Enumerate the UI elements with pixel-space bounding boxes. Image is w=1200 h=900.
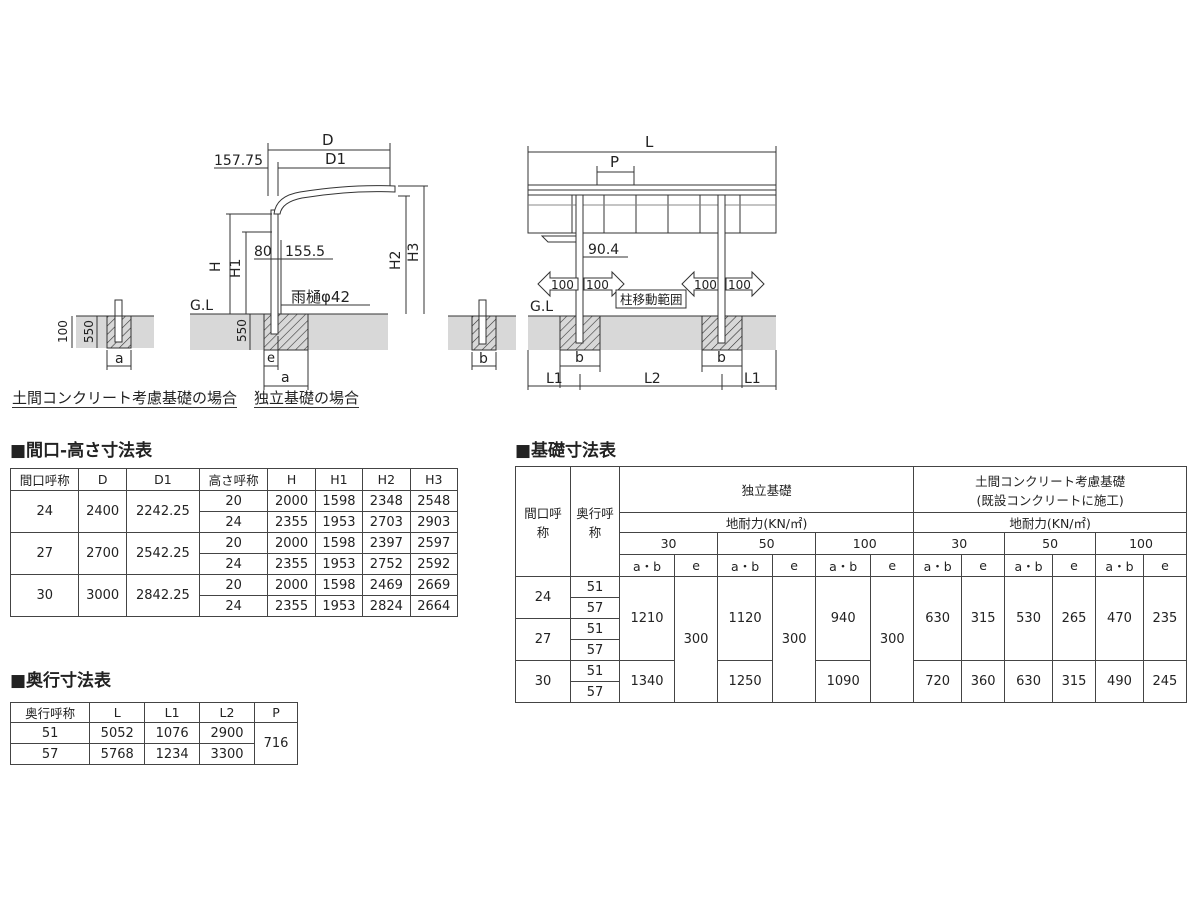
- depth-table: 奥行呼称 L L1 L2 P 51 5052 1076 2900 716 57 …: [9, 702, 299, 765]
- foundation-table-title: ■基礎寸法表: [515, 441, 617, 461]
- bearing-header: 地耐力(KN/㎡): [913, 512, 1187, 533]
- dim-90: 90.4: [588, 242, 619, 258]
- table-row: 57: [516, 639, 1187, 661]
- dim-L: L: [645, 133, 654, 151]
- arrow-100: 100: [728, 278, 751, 292]
- side-elevation: D D1 157.75 H H1 H2 H3 80 155.5 雨樋φ42 G.…: [190, 131, 428, 390]
- arrow-100: 100: [694, 278, 717, 292]
- dim-155: 155.5: [285, 244, 325, 260]
- table-row: 30 51 1340 1250 1090 720 360 630 315 490…: [515, 660, 1188, 703]
- table-row: 24 2355 1953 2752 2592: [11, 553, 459, 575]
- col-header: P: [253, 702, 299, 723]
- table-row: 24 2355 1953 2824 2664: [11, 595, 459, 617]
- post-range-label: 柱移動範囲: [620, 292, 683, 307]
- dim-P: P: [610, 153, 619, 171]
- table-row: 57: [516, 681, 1187, 703]
- col-header: H3: [409, 468, 459, 491]
- gutter-label: 雨樋φ42: [291, 288, 350, 306]
- dim-H3: H3: [406, 243, 422, 262]
- table-row: 51 5052 1076 2900 716: [9, 722, 299, 765]
- independent-foundation-detail: b: [448, 299, 516, 370]
- dim-a: a: [115, 351, 124, 367]
- dim-L2: L2: [644, 371, 661, 387]
- table-row: 27 2700 2542.25 20 2000 1598 2397 2597: [9, 532, 459, 575]
- table-row: 24 51 1210 300 1120 300 940 300 630 315 …: [515, 576, 1188, 703]
- caption-independent: 独立基礎の場合: [254, 389, 360, 408]
- table-row: 57: [516, 597, 1187, 619]
- dim-550: 550: [82, 320, 96, 343]
- arrow-100: 100: [551, 278, 574, 292]
- dim-b: b: [479, 351, 488, 367]
- move-arrow-right: 100 100: [681, 270, 765, 298]
- dim-100: 100: [56, 320, 70, 343]
- gl-label: G.L: [530, 299, 553, 315]
- front-elevation: G.L L P 90.4 100 100: [527, 133, 777, 390]
- arrow-100: 100: [586, 278, 609, 292]
- col-header: H: [267, 468, 316, 491]
- dim-H: H: [208, 261, 224, 272]
- table-row: 30 3000 2842.25 20 2000 1598 2469 2669: [9, 574, 459, 617]
- col-header: 高さ呼称: [198, 468, 269, 491]
- dim-e: e: [267, 351, 275, 366]
- col-header: L2: [199, 702, 255, 723]
- dim-b: b: [717, 350, 726, 366]
- dim-H1: H1: [228, 259, 244, 278]
- col-header: H1: [314, 468, 364, 491]
- dim-b: b: [575, 350, 584, 366]
- height-table-title: ■間口-高さ寸法表: [10, 441, 153, 461]
- dim-80: 80: [254, 244, 272, 260]
- move-arrow-left: 100 100: [537, 270, 625, 298]
- col-header: L: [89, 702, 146, 723]
- col-header-depth: 奥行呼称: [570, 466, 620, 577]
- dim-L1: L1: [744, 371, 761, 387]
- col-header-width: 間口呼称: [515, 466, 571, 577]
- slab-foundation-detail: 100 550 a: [56, 299, 154, 370]
- table-row: 24 2400 2242.25 20 2000 1598 2348 2548: [9, 490, 459, 533]
- bearing-header: 地耐力(KN/㎡): [618, 512, 915, 533]
- col-header: H2: [362, 468, 411, 491]
- gl-label: G.L: [190, 298, 213, 314]
- col-header: L1: [144, 702, 201, 723]
- foundation-table: 間口呼称 奥行呼称 独立基礎 土間コンクリート考慮基礎(既設コンクリートに施工)…: [515, 466, 1188, 703]
- depth-table-title: ■奥行寸法表: [10, 671, 112, 691]
- col-header: 奥行呼称: [9, 702, 91, 723]
- height-table: 間口呼称 D D1 高さ呼称 H H1 H2 H3 24 2400 2242.2…: [9, 468, 459, 617]
- indep-header: 独立基礎: [618, 466, 915, 513]
- dim-D: D: [322, 131, 334, 149]
- col-header: D: [78, 468, 127, 491]
- drawing-area: 100 550 a D D1 157.75 H H1: [56, 131, 777, 390]
- dim-L1: L1: [546, 371, 563, 387]
- table-row: 27 51: [515, 618, 1187, 661]
- slab-header: 土間コンクリート考慮基礎(既設コンクリートに施工): [913, 466, 1187, 513]
- dim-D1: D1: [325, 150, 346, 168]
- dim-550: 550: [235, 319, 249, 342]
- dim-H2: H2: [388, 251, 404, 270]
- col-header: D1: [125, 468, 200, 491]
- dim-offset: 157.75: [214, 153, 263, 169]
- caption-slab: 土間コンクリート考慮基礎の場合: [12, 389, 238, 408]
- dim-a: a: [281, 370, 290, 386]
- table-row: 57 5768 1234 3300: [9, 743, 298, 765]
- col-header: 間口呼称: [9, 468, 80, 491]
